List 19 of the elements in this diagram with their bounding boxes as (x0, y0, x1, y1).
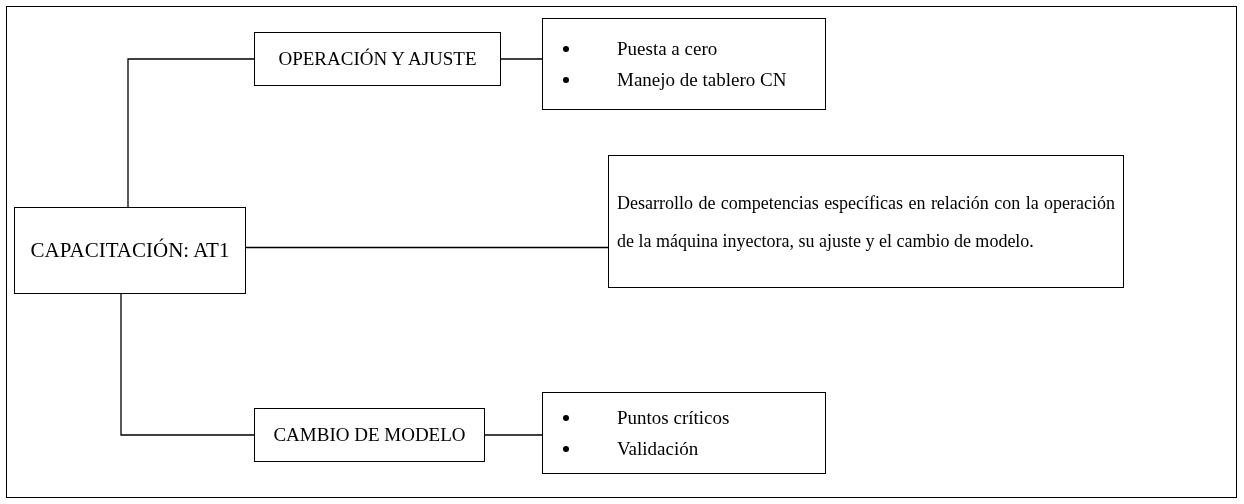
connector-line (245, 246, 609, 249)
bullet-item: Puntos críticos (617, 408, 730, 427)
connector-line (484, 434, 543, 436)
main-topic-box (14, 207, 246, 294)
bullet-item: Manejo de tablero CN (617, 70, 787, 89)
topic-label: CAPACITACIÓN: AT1 (29, 240, 231, 261)
bullet-item: Puesta a cero (617, 39, 718, 58)
bullet-item: Validación (617, 439, 699, 458)
connector-line (127, 58, 255, 208)
topic-box (254, 408, 485, 462)
description-box (608, 155, 1124, 288)
connector-line (500, 58, 543, 60)
connector-line (120, 293, 255, 436)
description-text: Desarrollo de competencias específicas en relación con la operación de la máquina inyectora, su ajuste y el cambio de modelo. (617, 191, 1115, 253)
topic-label: CAMBIO DE MODELO (272, 422, 467, 447)
topic-label: OPERACIÓN Y AJUSTE (277, 46, 478, 71)
bullet-list-box (542, 392, 826, 474)
bullet-list-box (542, 18, 826, 110)
topic-box (254, 32, 501, 86)
